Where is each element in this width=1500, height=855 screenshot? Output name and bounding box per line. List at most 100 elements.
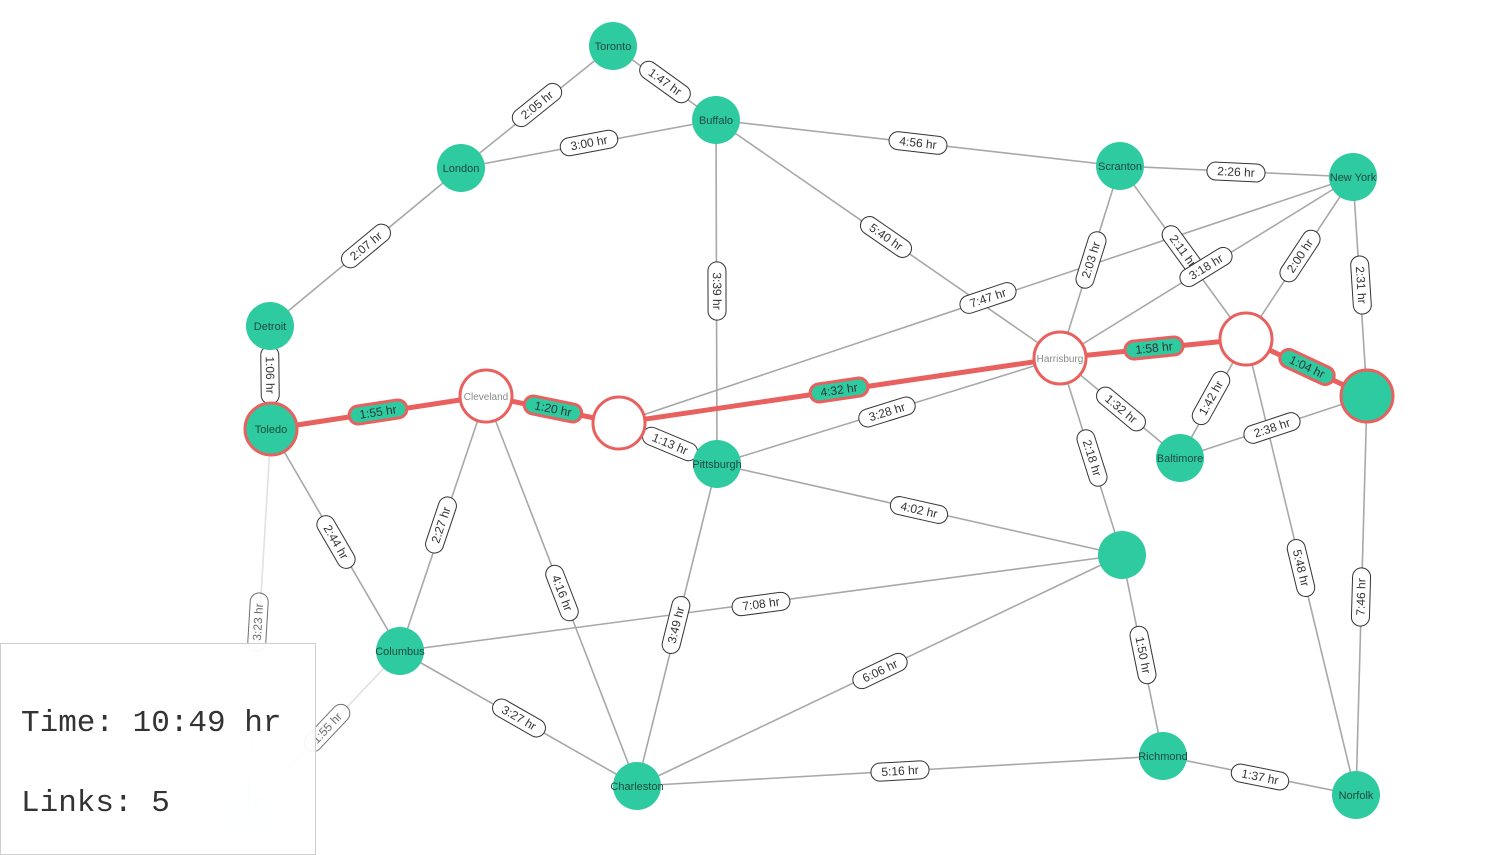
node-label-scranton: Scranton — [1098, 161, 1142, 173]
node-harrisburg[interactable]: Harrisburg — [1032, 330, 1088, 386]
edge-label-pill — [639, 60, 691, 104]
edge-label-buffalo-pittsburgh: 3:39 hr — [707, 261, 727, 321]
node-charleston[interactable]: Charleston — [610, 762, 664, 810]
edge-label-pill — [661, 595, 691, 655]
edge-label-pill — [1350, 255, 1372, 315]
edge-label-pill — [1206, 161, 1266, 183]
edge-label-pill — [1286, 538, 1316, 598]
edge-label-pill — [852, 652, 908, 690]
node-label-baltimore: Baltimore — [1157, 453, 1203, 465]
node-circle[interactable] — [589, 22, 637, 70]
node-label-toledo: Toledo — [255, 424, 287, 436]
edge-label-scranton-newyork: 2:26 hr — [1206, 161, 1266, 183]
node-newyork[interactable]: New York — [1329, 153, 1377, 201]
node-london[interactable]: London — [437, 144, 485, 192]
node-label-cleveland: Cleveland — [464, 392, 508, 403]
node-baltimore[interactable]: Baltimore — [1156, 434, 1204, 482]
edge-label-richmond-norfolk: 1:37 hr — [1230, 763, 1290, 791]
edge-label-newyork-c3: 2:31 hr — [1350, 255, 1372, 315]
edge-label-pill — [1350, 567, 1372, 627]
edge-label-pill — [858, 396, 916, 428]
edge-label-pill — [1179, 246, 1233, 288]
edge-label-pill — [341, 223, 391, 269]
node-circle[interactable] — [591, 395, 647, 451]
node-c4[interactable] — [1098, 531, 1146, 579]
edge-label-pill — [888, 131, 948, 155]
node-circle[interactable] — [692, 96, 740, 144]
node-circle[interactable] — [693, 440, 741, 488]
edge-label-harrisburg-baltimore: 1:32 hr — [1096, 386, 1146, 432]
node-label-richmond: Richmond — [1138, 751, 1188, 763]
links-label: Links: — [21, 786, 133, 821]
node-detroit[interactable]: Detroit — [246, 302, 294, 350]
node-circle[interactable] — [376, 627, 424, 675]
edge-label-pill — [1123, 335, 1185, 361]
edge-label-pill — [316, 515, 356, 569]
node-circle[interactable] — [243, 401, 299, 457]
node-circle[interactable] — [246, 302, 294, 350]
node-buffalo[interactable]: Buffalo — [692, 96, 740, 144]
node-label-detroit: Detroit — [254, 321, 286, 333]
links-value: 5 — [151, 786, 170, 821]
node-circle[interactable] — [1332, 771, 1380, 819]
edge-label-pill — [870, 760, 930, 782]
edge-label-harrisburg-c2: 1:58 hr — [1123, 335, 1185, 361]
edge-label-c1-harrisburg: 4:32 hr — [808, 376, 870, 404]
edge-label-pill — [1075, 231, 1107, 289]
node-circle[interactable] — [1139, 732, 1187, 780]
edge-label-toledo-cleveland: 1:55 hr — [347, 398, 409, 426]
edge-label-pill — [959, 282, 1017, 314]
edge-label-c1-newyork: 7:47 hr — [959, 282, 1017, 314]
edge-label-text: 4:56 hr — [899, 134, 938, 152]
edge-label-pill — [1230, 763, 1290, 791]
node-label-buffalo: Buffalo — [699, 115, 733, 127]
edge-label-pill — [1129, 625, 1157, 685]
edge-label-cleveland-charleston: 4:16 hr — [545, 564, 579, 622]
node-cleveland[interactable]: Cleveland — [458, 368, 514, 424]
edge-label-c3-norfolk: 7:46 hr — [1350, 567, 1372, 627]
node-circle[interactable] — [1098, 531, 1146, 579]
edge-label-charleston-c4: 6:06 hr — [852, 652, 908, 690]
node-circle[interactable] — [613, 762, 661, 810]
node-circle[interactable] — [1329, 153, 1377, 201]
node-c1[interactable] — [591, 395, 647, 451]
edge-label-text: 7:46 hr — [1353, 578, 1368, 616]
node-scranton[interactable]: Scranton — [1096, 142, 1144, 190]
node-circle[interactable] — [1096, 142, 1144, 190]
edge-label-c1-pittsburgh: 1:13 hr — [641, 426, 699, 462]
node-circle[interactable] — [1218, 311, 1274, 367]
node-c2[interactable] — [1218, 311, 1274, 367]
edge-label-pill — [492, 698, 546, 738]
edge-label-baltimore-c2: 1:42 hr — [1191, 370, 1231, 426]
node-circle[interactable] — [437, 144, 485, 192]
edge-label-toronto-buffalo: 1:47 hr — [639, 60, 691, 104]
edge-label-toledo-columbus: 2:44 hr — [316, 515, 356, 569]
edge-label-pill — [889, 496, 949, 524]
edge-label-text: 3:23 hr — [250, 603, 266, 641]
node-norfolk[interactable]: Norfolk — [1332, 771, 1380, 819]
node-circle[interactable] — [1032, 330, 1088, 386]
node-toledo[interactable]: Toledo — [243, 401, 299, 457]
node-circle[interactable] — [1156, 434, 1204, 482]
edge-label-pill — [707, 261, 727, 321]
node-label-pittsburgh: Pittsburgh — [692, 459, 742, 471]
node-richmond[interactable]: Richmond — [1138, 732, 1188, 780]
node-circle[interactable] — [458, 368, 514, 424]
node-circle[interactable] — [1339, 368, 1395, 424]
node-pittsburgh[interactable]: Pittsburgh — [692, 440, 742, 488]
node-c3[interactable] — [1339, 368, 1395, 424]
edge-label-london-buffalo: 3:00 hr — [559, 129, 619, 157]
edge-label-columbus-charleston: 3:27 hr — [492, 698, 546, 738]
node-toronto[interactable]: Toronto — [589, 22, 637, 70]
edge-label-text: 1:06 hr — [263, 356, 277, 394]
node-columbus[interactable]: Columbus — [375, 627, 425, 675]
edge-label-pill — [522, 394, 584, 424]
node-label-harrisburg: Harrisburg — [1037, 354, 1084, 365]
edge-label-cleveland-c1: 1:20 hr — [522, 394, 584, 424]
edge-label-pill — [545, 564, 579, 622]
edge-label-text: 2:31 hr — [1353, 266, 1369, 304]
edge-label-buffalo-scranton: 4:56 hr — [888, 131, 948, 155]
